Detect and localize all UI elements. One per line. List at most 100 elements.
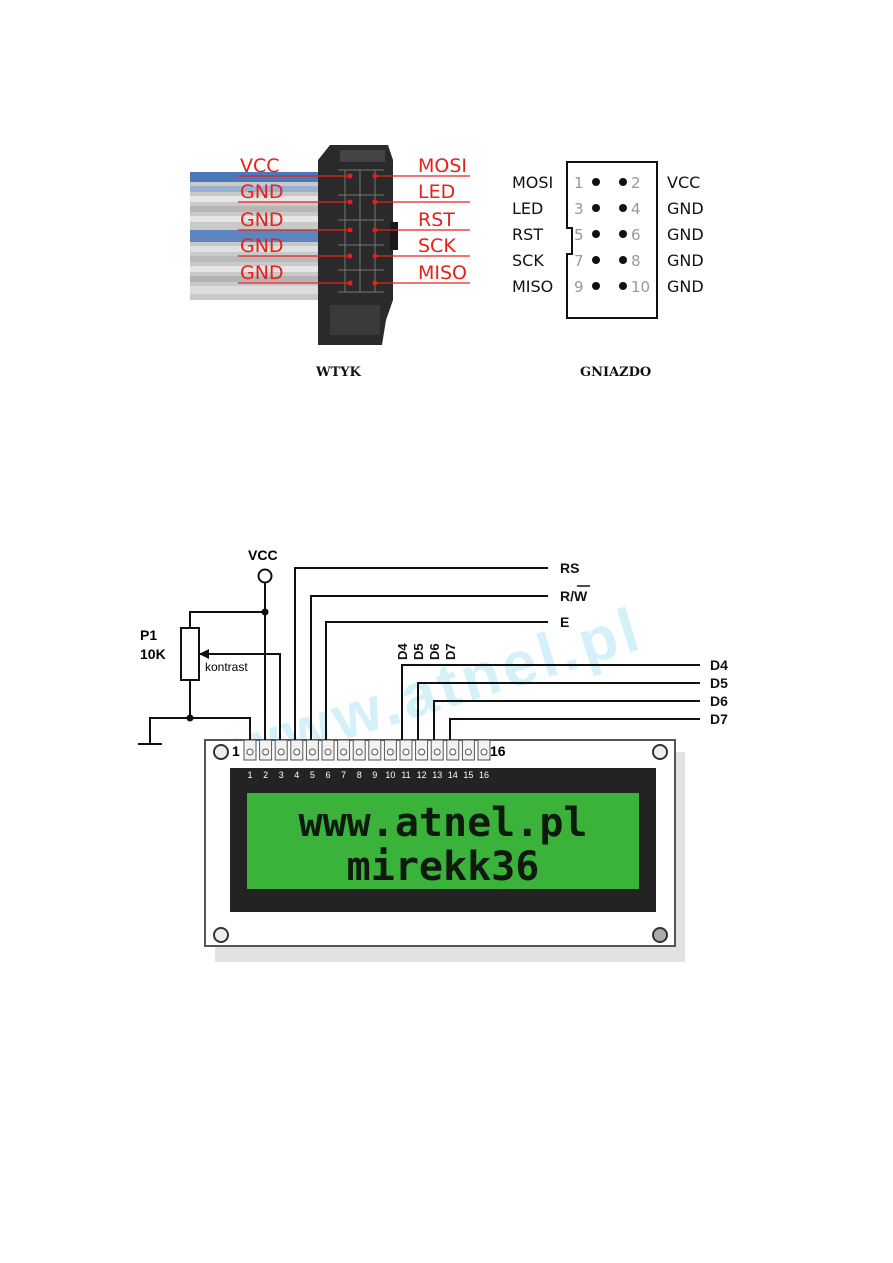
socket-right-label: GND (667, 225, 704, 244)
junction-dots (186, 608, 269, 722)
lcd-line-1: www.atnel.pl (299, 800, 588, 846)
socket-pin-number: 3 (574, 200, 584, 218)
data-label: D7 (710, 711, 728, 727)
socket-left-label: MISO (512, 277, 553, 296)
socket-left-label: RST (512, 225, 543, 244)
pin-number: 9 (372, 770, 377, 780)
pin-last-label: 16 (490, 743, 506, 759)
header-pin (415, 739, 429, 761)
pin-number: 2 (263, 770, 268, 780)
header-pin (352, 739, 366, 761)
plug-right-label: MOSI (418, 155, 467, 177)
header-pin (305, 739, 319, 761)
socket-right-label: GND (667, 277, 704, 296)
socket-left-labels: MOSI LED RST SCK MISO (512, 173, 553, 296)
pin-number: 3 (279, 770, 284, 780)
pin-number: 1 (247, 770, 252, 780)
header-pin-hole (402, 748, 410, 756)
header-pin-hole (433, 748, 441, 756)
socket-pin-number: 2 (631, 174, 641, 192)
data-vertical-label: D6 (427, 643, 442, 660)
plug-left-label: GND (240, 181, 284, 203)
pot-value: 10K (140, 646, 166, 662)
pin-number: 8 (357, 770, 362, 780)
socket-right-label: VCC (667, 173, 700, 192)
signal-label: RS (560, 560, 579, 576)
header-pin-hole (449, 748, 457, 756)
pin-first-label: 1 (232, 743, 240, 759)
wiring (149, 567, 700, 744)
socket-pin-dot (592, 204, 600, 212)
header-pin (368, 739, 382, 761)
header-pin-hole (308, 748, 316, 756)
plug-left-label: GND (240, 262, 284, 284)
socket-pin-number: 1 (574, 174, 584, 192)
socket-left-label: MOSI (512, 173, 553, 192)
plug-right-label: RST (418, 209, 455, 231)
pin-number: 10 (385, 770, 395, 780)
header-pin (430, 739, 444, 761)
signal-labels: RSR/WE (560, 560, 590, 630)
pot-wiper-label: kontrast (205, 660, 248, 674)
plug-caption: WTYK (316, 365, 361, 380)
header-pin-hole (340, 748, 348, 756)
plug-right-label: MISO (418, 262, 467, 284)
socket-pin-number: 5 (574, 226, 584, 244)
pin-number: 6 (325, 770, 330, 780)
pin-number: 16 (479, 770, 489, 780)
data-vertical-label: D5 (411, 643, 426, 660)
pin-number: 13 (432, 770, 442, 780)
socket-left-label: LED (512, 199, 543, 218)
pin-header (243, 739, 491, 761)
potentiometer (180, 627, 200, 681)
socket-pin-dot (619, 204, 627, 212)
header-pin (461, 739, 475, 761)
socket-pin-dot (619, 230, 627, 238)
plug-body (318, 145, 398, 345)
header-pin (259, 739, 273, 761)
header-pin (477, 739, 491, 761)
socket-pin-number: 8 (631, 252, 641, 270)
pot-name: P1 (140, 627, 157, 643)
lcd-screen (247, 793, 639, 889)
vcc-terminal (257, 568, 273, 584)
socket-pin-dot (619, 282, 627, 290)
socket-caption: GNIAZDO (580, 365, 652, 380)
header-pin-hole (480, 748, 488, 756)
pin-number: 12 (417, 770, 427, 780)
signal-label: R/W (560, 588, 588, 604)
plug-right-label: LED (418, 181, 455, 203)
socket-outline (566, 161, 658, 319)
data-label: D6 (710, 693, 728, 709)
header-pin (243, 739, 257, 761)
plug-left-label: GND (240, 235, 284, 257)
socket-pin-number: 9 (574, 278, 584, 296)
header-pin (321, 739, 335, 761)
socket-pin-dot (592, 178, 600, 186)
socket-left-label: SCK (512, 251, 544, 270)
socket-pin-dot (619, 178, 627, 186)
lcd-shadow (215, 752, 685, 962)
data-vertical-label: D7 (443, 643, 458, 660)
header-pin-hole (386, 748, 394, 756)
header-pin-hole (355, 748, 363, 756)
header-pin-hole (464, 748, 472, 756)
socket-pin-number: 4 (631, 200, 641, 218)
vcc-label: VCC (248, 547, 278, 563)
ribbon-cable (190, 172, 330, 300)
header-pin (399, 739, 413, 761)
header-pin (290, 739, 304, 761)
header-pin-hole (246, 748, 254, 756)
plug-left-label: VCC (240, 155, 280, 177)
header-pin (383, 739, 397, 761)
pin-number: 15 (463, 770, 473, 780)
pin-number: 14 (448, 770, 458, 780)
plug-leader-lines (238, 175, 470, 284)
header-pin-hole (371, 748, 379, 756)
socket-right-label: GND (667, 199, 704, 218)
socket-pin-dot (619, 256, 627, 264)
